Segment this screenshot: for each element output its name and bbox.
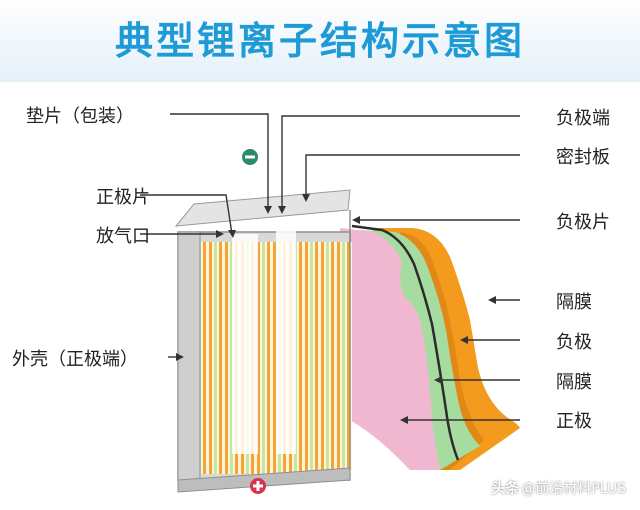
positive-tab-strip (232, 234, 258, 454)
label-separator-2: 隔膜 (556, 372, 592, 393)
label-positive-electrode: 正极 (556, 411, 592, 432)
label-vent: 放气口 (96, 226, 150, 247)
leader-lines (140, 113, 520, 421)
label-seal-plate: 密封板 (556, 147, 610, 168)
label-separator-1: 隔膜 (556, 292, 592, 313)
watermark-text: @前沿材料PLUS (521, 481, 626, 497)
leader-arrowheads (176, 194, 496, 424)
label-shell: 外壳（正极端） (12, 349, 138, 370)
diagram-title: 典型锂离子结构示意图 (114, 19, 525, 63)
title-banner (0, 0, 640, 82)
negative-layer-dark-line (351, 224, 460, 461)
watermark: 头条@前沿材料PLUS (491, 478, 626, 498)
positive-layer-pink (340, 228, 440, 470)
toutiao-logo-icon: 头条 (491, 481, 520, 497)
label-negative-terminal: 负极端 (556, 108, 610, 129)
label-negative-electrode: 负极 (556, 332, 592, 353)
label-gasket: 垫片（包装） (26, 106, 134, 127)
label-negative-tab: 负极片 (556, 212, 610, 233)
negative-tab-strip (276, 218, 296, 454)
label-positive-tab: 正极片 (96, 187, 150, 208)
